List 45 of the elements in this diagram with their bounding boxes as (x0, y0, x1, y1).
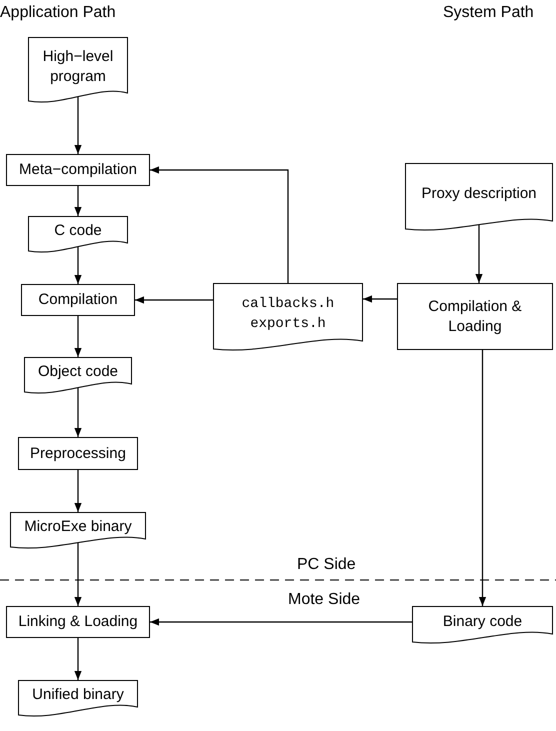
arrow (74, 388, 82, 437)
document-shape (405, 163, 553, 231)
arrow (74, 543, 82, 606)
section-label: Mote Side (288, 591, 360, 609)
node-text: Unified binary (32, 685, 124, 705)
process-box (18, 437, 138, 470)
arrow (150, 166, 289, 283)
section-label: PC Side (297, 556, 356, 574)
node-text: Linking & Loading (18, 612, 138, 632)
document-shape (28, 37, 128, 103)
node-text: Meta−compilation (19, 160, 137, 180)
arrow (74, 638, 82, 680)
node-text: Object code (38, 362, 118, 382)
arrow (478, 350, 486, 606)
node-text: exports.h (250, 314, 326, 334)
arrow (74, 186, 82, 216)
arrow (135, 296, 213, 304)
node-text: Preprocessing (30, 444, 126, 464)
node-text: C code (54, 221, 102, 241)
node-text: MicroExe binary (24, 517, 132, 537)
arrow (150, 618, 412, 626)
node-text: Compilation (38, 290, 118, 310)
arrow (74, 470, 82, 512)
document-shape (412, 606, 553, 644)
arrow (363, 295, 397, 303)
process-box (6, 606, 150, 638)
node-text: Binary code (442, 612, 522, 632)
document-shape (18, 680, 138, 717)
node-text: callbacks.h (242, 294, 334, 314)
section-label: System Path (443, 4, 534, 22)
document-shape (24, 357, 132, 394)
arrow (475, 225, 483, 283)
node-text: Proxy description (421, 184, 537, 204)
node-text: Compilation & Loading (427, 296, 523, 336)
document-shape (28, 216, 128, 253)
document-shape (213, 283, 363, 351)
process-box (397, 283, 553, 350)
node-text: High−level program (42, 46, 114, 86)
document-shape (10, 512, 146, 549)
arrow (74, 247, 82, 284)
arrow (74, 316, 82, 357)
process-box (6, 154, 150, 186)
section-label: Application Path (0, 4, 116, 22)
process-box (21, 284, 135, 316)
arrow (74, 97, 82, 154)
